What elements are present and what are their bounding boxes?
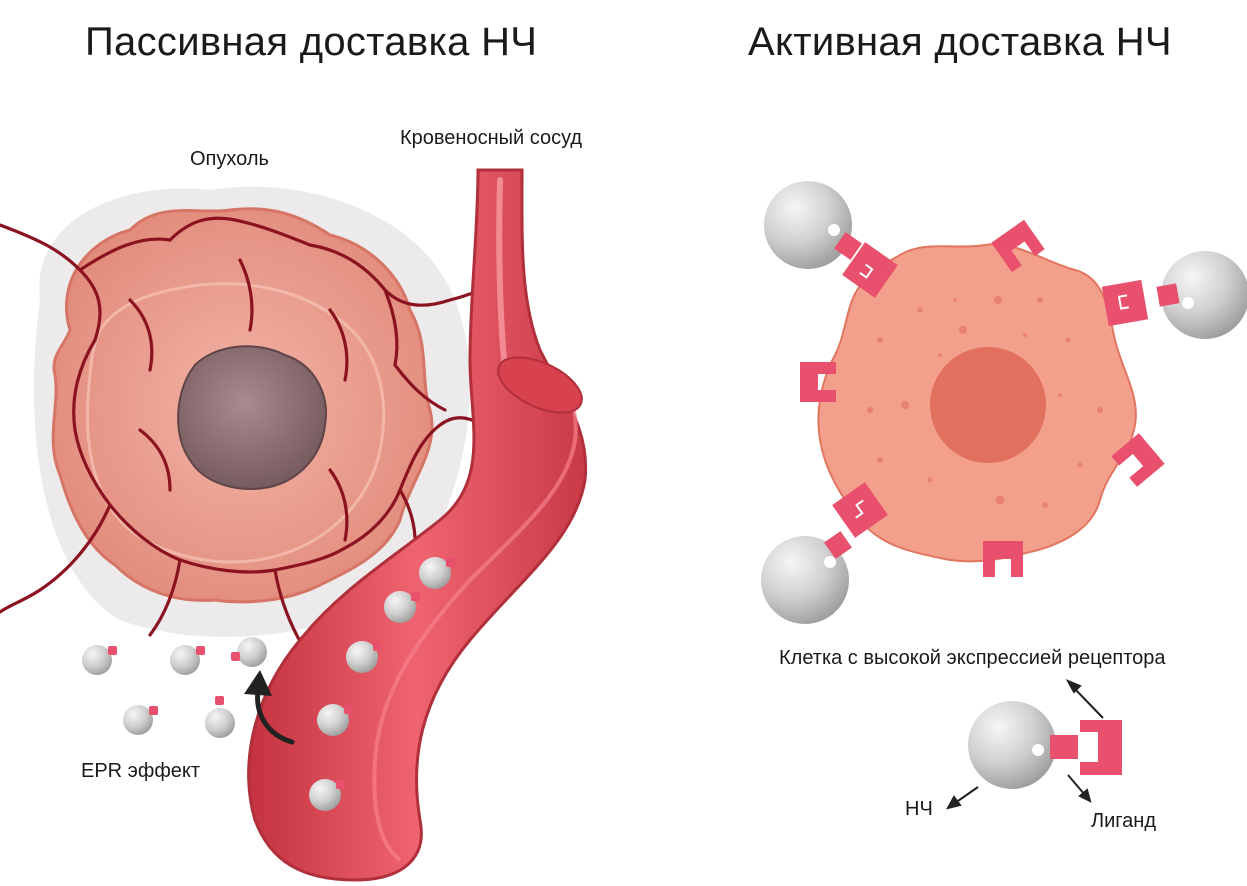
bound-nanoparticle-top-left xyxy=(764,181,898,298)
tumor-label: Опухоль xyxy=(190,148,269,171)
nanoparticle xyxy=(205,696,235,738)
bound-nanoparticle-bottom-left xyxy=(761,482,888,624)
ligand-label: Лиганд xyxy=(1091,810,1156,833)
cell-label: Клетка с высокой экспрессией рецептора xyxy=(779,647,1166,670)
necrotic-core xyxy=(178,346,326,489)
nanoparticle xyxy=(231,637,267,667)
nanoparticle xyxy=(170,645,205,675)
epr-effect-label: EPR эффект xyxy=(81,760,200,783)
nanoparticle xyxy=(123,705,158,735)
bound-nanoparticle-right xyxy=(1102,251,1247,339)
extravasated-nanoparticles xyxy=(82,637,267,738)
nanoparticle-label: НЧ xyxy=(905,798,933,821)
nanoparticle xyxy=(82,645,117,675)
receptor xyxy=(983,541,1023,577)
blood-vessel-label: Кровеносный сосуд xyxy=(400,127,582,150)
